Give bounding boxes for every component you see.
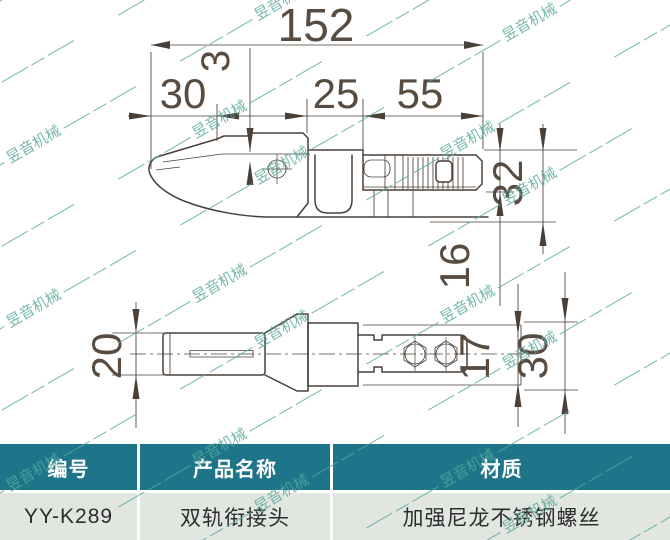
shaft-legs: [373, 190, 414, 217]
dim-30-top-label: 30: [160, 70, 207, 117]
bottom-plan-view: [130, 313, 536, 392]
jaw-lower-lip: [155, 166, 181, 171]
dim-20-label: 20: [83, 333, 130, 380]
dim-17-label: 17: [451, 334, 498, 381]
spec-table: 编号 产品名称 材质 YY-K289 双轨衔接头 加强尼龙不锈钢螺丝: [0, 444, 670, 540]
shaft-end-cap: [475, 154, 483, 191]
dimension-3: 3: [194, 48, 254, 185]
dim-30-bottom-label: 30: [509, 333, 556, 380]
screw-shaft: [357, 334, 468, 373]
value-cell-material: 加强尼龙不锈钢螺丝: [333, 493, 670, 540]
dimension-32: 32: [430, 124, 577, 254]
top-profile-view: [148, 132, 489, 218]
dimension-20: 20: [83, 302, 168, 428]
dim-152-label: 152: [278, 0, 355, 51]
technical-drawing: 152 30 25 55 3 32 16 17: [83, 0, 578, 434]
header-cell-material: 材质: [333, 444, 670, 490]
dimension-row-30-25-55: 30 25 55: [128, 70, 483, 151]
dim-32-label: 32: [484, 160, 531, 207]
side-slot: [363, 159, 391, 178]
dim-55-label: 55: [397, 70, 444, 117]
pivot-hole-crosshair: [262, 154, 292, 184]
u-slot: [314, 154, 353, 214]
header-cell-part-number: 编号: [0, 444, 137, 490]
center-block: [307, 322, 359, 387]
latch-top-outline: [159, 132, 364, 157]
dim-3-label: 3: [194, 50, 238, 72]
dimension-17: 17: [451, 284, 522, 427]
left-shaft: [162, 332, 266, 376]
key-slot: [189, 350, 254, 358]
value-cell-part-number: YY-K289: [0, 493, 137, 540]
dim-25-label: 25: [313, 70, 360, 117]
header-cell-product-name: 产品名称: [140, 444, 330, 490]
rail-envelope: [363, 324, 522, 386]
value-cell-product-name: 双轨衔接头: [140, 493, 330, 540]
slot-left-wall: [296, 149, 309, 218]
dimension-16: 16: [431, 124, 514, 306]
dimension-152: 152: [150, 0, 484, 169]
dim-16-label: 16: [431, 243, 478, 290]
flare-section: [264, 313, 309, 392]
thread-nut: [435, 160, 453, 183]
jaw-slit-line: [162, 153, 310, 163]
dimension-30-bottom: 30: [509, 272, 578, 434]
latch-nose-and-bottom: [148, 155, 489, 218]
